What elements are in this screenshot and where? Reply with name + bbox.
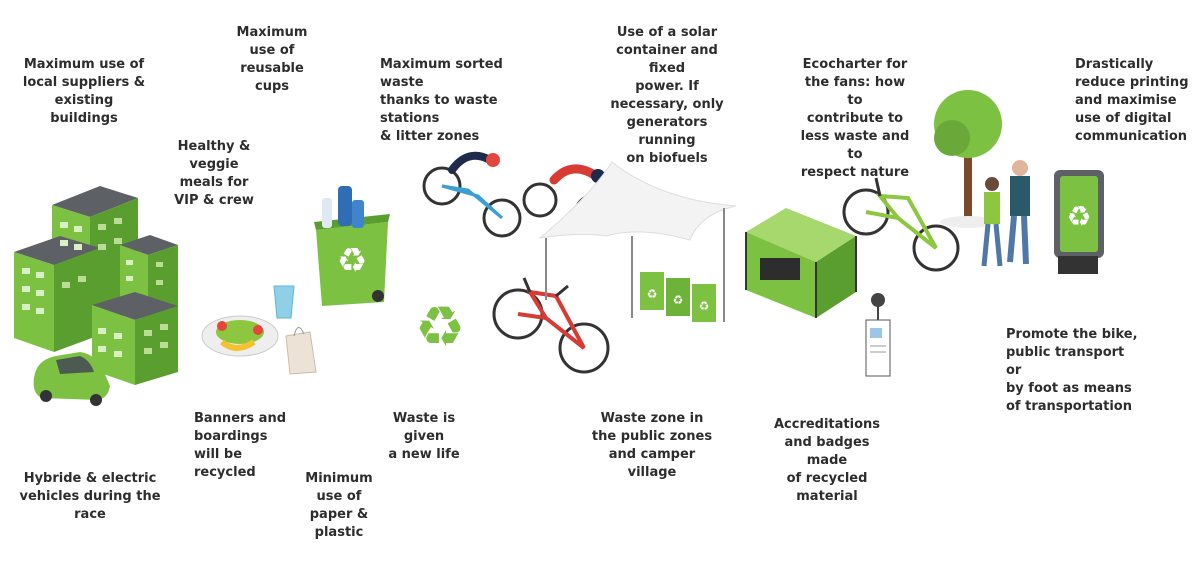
label-waste-new-life: Waste is given a new life xyxy=(388,411,460,462)
bicycle-icon xyxy=(492,277,610,374)
badge-icon xyxy=(865,293,891,377)
paper-bag-icon xyxy=(285,327,317,375)
walking-people-icon xyxy=(981,160,1030,267)
electric-car-icon xyxy=(33,352,110,406)
recycling-bin-icon: ♻ xyxy=(314,186,390,306)
meal-plate-icon xyxy=(201,315,279,357)
label-hybrid-vehicles: Hybride & electric vehicles during the r… xyxy=(19,471,161,522)
label-banners: Banners and boardings will be recycled xyxy=(194,411,287,480)
label-minimum-paper: Minimum use of paper & plastic xyxy=(305,471,373,540)
svg-text:♻: ♻ xyxy=(337,241,367,281)
label-solar-power: Use of a solar container and fixed power… xyxy=(610,25,724,166)
label-waste-zone: Waste zone in the public zones and campe… xyxy=(591,411,713,480)
buildings-icon xyxy=(14,186,178,385)
tree-icon xyxy=(934,90,1002,228)
digital-sign-icon: ♻ xyxy=(1054,170,1104,274)
svg-text:♻: ♻ xyxy=(1066,200,1091,233)
recycle-symbol-icon: ♻ xyxy=(415,295,465,360)
label-veggie-meals: Healthy & veggie meals for VIP & crew xyxy=(174,139,254,208)
svg-text:♻: ♻ xyxy=(647,287,658,301)
label-local-suppliers: Maximum use of local suppliers & existin… xyxy=(22,57,146,126)
reusable-cup-icon xyxy=(273,285,295,319)
label-printing: Drastically reduce printing and maximise… xyxy=(1075,57,1189,144)
label-ecocharter: Ecocharter for the fans: how to contribu… xyxy=(800,57,910,180)
label-reusable-cups: Maximum use of reusable cups xyxy=(236,25,308,94)
svg-text:♻: ♻ xyxy=(673,293,684,307)
label-sorted-waste: Maximum sorted waste thanks to waste sta… xyxy=(380,57,503,144)
tent-icon: ♻ ♻ ♻ xyxy=(538,161,737,322)
svg-text:♻: ♻ xyxy=(699,299,710,313)
generator-icon xyxy=(745,208,857,318)
label-promote-bike: Promote the bike, public transport or by… xyxy=(1006,327,1138,414)
svg-text:♻: ♻ xyxy=(415,295,465,360)
label-accreditations: Accreditations and badges made of recycl… xyxy=(773,417,881,504)
bicycle-icon xyxy=(842,177,960,272)
